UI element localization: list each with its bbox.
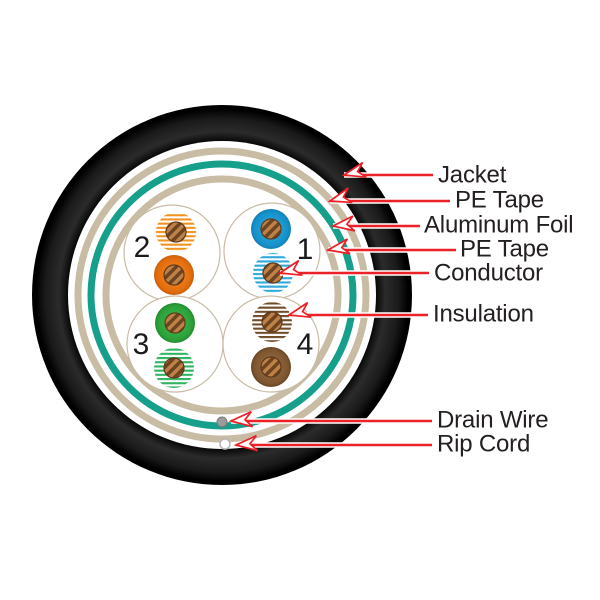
drain-wire-dot xyxy=(216,416,228,428)
arrowhead-icon xyxy=(233,434,259,452)
pair-number-2: 2 xyxy=(133,231,151,264)
pair-number-3: 3 xyxy=(132,328,150,361)
label-pe-tape-outer: PE Tape xyxy=(455,186,544,214)
jacket-inner-gap xyxy=(68,141,376,449)
wire-orange-conductor xyxy=(163,264,185,286)
annotation-insulation xyxy=(286,301,428,319)
wire-green-conductor xyxy=(164,312,186,334)
label-pe-tape-inner: PE Tape xyxy=(460,235,549,263)
wire-green-white-conductor xyxy=(163,357,185,379)
arrowhead-icon xyxy=(327,187,353,204)
arrowhead-icon xyxy=(325,238,351,255)
annotation-pe-tape-inner xyxy=(325,238,456,255)
wire-brown-white-conductor xyxy=(261,311,283,333)
label-drain-wire: Drain Wire xyxy=(437,406,549,434)
annotation-aluminum-foil xyxy=(330,215,420,232)
annotation-pe-tape-outer xyxy=(327,187,450,204)
pair-circle-4 xyxy=(222,295,320,393)
arrowhead-icon xyxy=(228,410,254,428)
annotation-jacket xyxy=(341,161,433,179)
pe-tape-outer-ring xyxy=(74,147,370,443)
pe-tape-inner-ring xyxy=(102,175,342,415)
label-aluminum-foil: Aluminum Foil xyxy=(424,211,574,239)
arrowhead-icon xyxy=(341,161,367,179)
annotation-drain-wire xyxy=(228,410,432,428)
wire-brown-conductor xyxy=(260,356,282,378)
annotation-conductor xyxy=(277,259,429,277)
pair-number-1: 1 xyxy=(296,233,314,266)
rip-cord-dot xyxy=(219,438,231,450)
arrowhead-icon xyxy=(277,259,303,277)
label-insulation: Insulation xyxy=(433,300,534,328)
annotation-rip-cord xyxy=(233,434,432,452)
label-jacket: Jacket xyxy=(438,161,507,189)
wire-blue-conductor xyxy=(260,218,282,240)
arrowhead-icon xyxy=(286,301,312,319)
pair-number-4: 4 xyxy=(296,328,314,361)
label-rip-cord: Rip Cord xyxy=(437,430,531,458)
wire-orange-white-conductor xyxy=(165,221,187,243)
arrowhead-icon xyxy=(330,215,356,232)
label-conductor: Conductor xyxy=(434,259,543,287)
